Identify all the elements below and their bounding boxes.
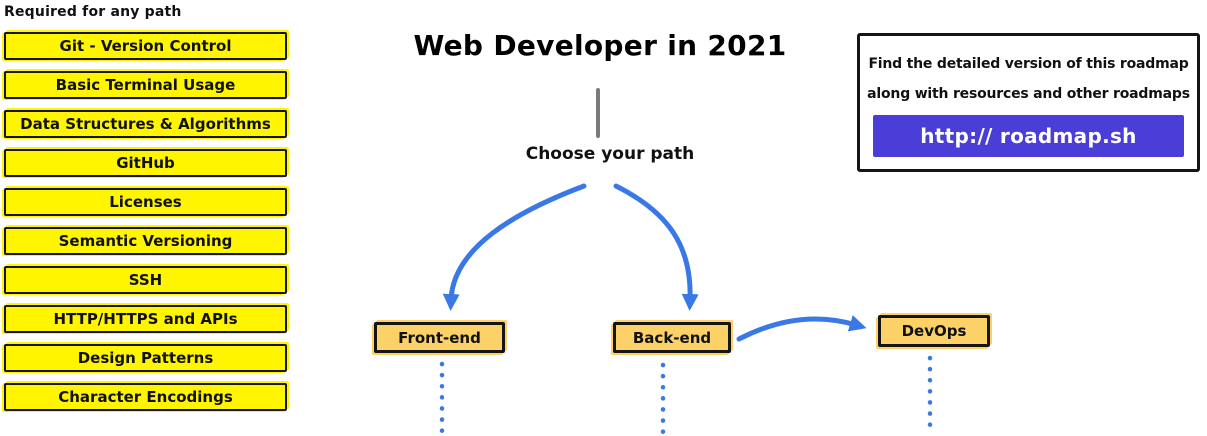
path-node-frontend[interactable]: Front-end [374, 322, 505, 353]
topic-github[interactable]: GitHub [4, 149, 287, 177]
info-box-line2: along with resources and other roadmaps [867, 86, 1190, 102]
topic-basic-terminal-usage[interactable]: Basic Terminal Usage [4, 71, 287, 99]
topic-http-https-apis[interactable]: HTTP/HTTPS and APIs [4, 305, 287, 333]
roadmap-info-box: Find the detailed version of this roadma… [857, 33, 1200, 172]
topic-ssh[interactable]: SSH [4, 266, 287, 294]
required-panel: Required for any path Git - Version Cont… [4, 4, 289, 411]
arrow-backend-to-devops [736, 315, 867, 342]
path-node-backend[interactable]: Back-end [613, 322, 731, 353]
required-panel-title: Required for any path [4, 4, 182, 20]
topic-character-encodings[interactable]: Character Encodings [4, 383, 287, 411]
arrow-to-backend [613, 183, 699, 311]
arrow-to-frontend [442, 183, 587, 311]
roadmap-url-button[interactable]: http:// roadmap.sh [873, 115, 1184, 157]
path-node-devops[interactable]: DevOps [878, 315, 990, 347]
required-topic-list: Git - Version Control Basic Terminal Usa… [4, 32, 289, 411]
choose-path-label: Choose your path [525, 144, 695, 164]
title-stem-line [596, 88, 600, 138]
info-box-line1: Find the detailed version of this roadma… [868, 56, 1189, 72]
topic-licenses[interactable]: Licenses [4, 188, 287, 216]
page-title: Web Developer in 2021 [413, 29, 787, 62]
topic-git-version-control[interactable]: Git - Version Control [4, 32, 287, 60]
topic-design-patterns[interactable]: Design Patterns [4, 344, 287, 372]
topic-semantic-versioning[interactable]: Semantic Versioning [4, 227, 287, 255]
info-box-text: Find the detailed version of this roadma… [860, 49, 1197, 109]
topic-data-structures-algorithms[interactable]: Data Structures & Algorithms [4, 110, 287, 138]
